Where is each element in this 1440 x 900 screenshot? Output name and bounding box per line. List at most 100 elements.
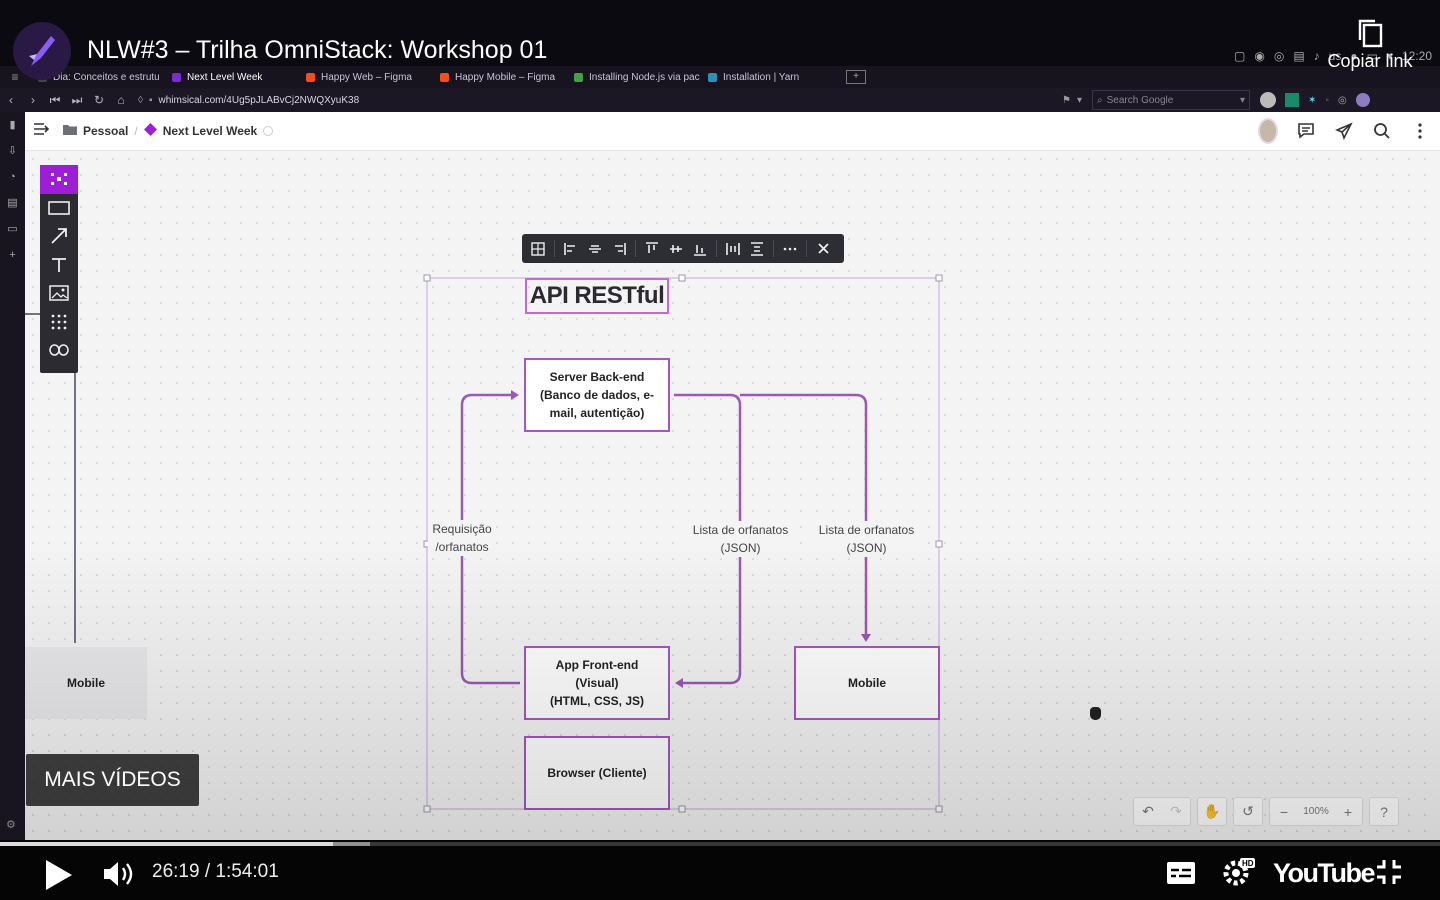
settings-icon[interactable]: ⚙ [6, 819, 16, 831]
keyboard-layout[interactable]: us [1328, 49, 1342, 63]
distribute-horizontal-icon[interactable] [721, 234, 745, 263]
history-icon[interactable]: ◔ [9, 171, 16, 183]
figma-icon [440, 72, 449, 82]
dropdown-icon[interactable]: ▾ [1076, 94, 1082, 106]
node-server[interactable]: Server Back-end (Banco de dados, e- mail… [524, 358, 670, 432]
user-avatar[interactable] [1258, 118, 1278, 144]
new-tab-button[interactable]: + [846, 70, 866, 84]
zoom-level[interactable]: 100% [1303, 806, 1329, 817]
profile-avatar[interactable] [1260, 92, 1276, 108]
play-icon[interactable] [44, 858, 74, 892]
image-tool-icon[interactable] [40, 279, 78, 308]
breadcrumb-board[interactable]: Next Level Week [162, 124, 258, 138]
close-icon[interactable] [811, 234, 835, 263]
desktop-topbar [0, 0, 1440, 66]
arrow-tool-icon[interactable] [40, 222, 78, 251]
browser-tab[interactable]: Installation | Yarn [700, 66, 834, 88]
history-icon[interactable]: ↺ [1242, 803, 1254, 819]
search-input[interactable]: ⌕ Search Google ▾ [1092, 90, 1250, 110]
more-options-icon[interactable] [778, 234, 802, 263]
help-button[interactable]: ? [1380, 803, 1388, 820]
target-icon[interactable]: ◎ [1337, 94, 1347, 106]
progress-bar[interactable] [0, 842, 1440, 846]
steam-icon[interactable]: ◎ [1273, 49, 1285, 63]
add-panel-icon[interactable]: + [9, 249, 16, 261]
firefox-account-icon[interactable] [1355, 93, 1370, 107]
dropdown-icon[interactable]: ▾ [1239, 94, 1245, 106]
back-icon[interactable]: ‹ [9, 93, 13, 107]
tray-chevron-icon[interactable]: ▾ [1386, 49, 1393, 63]
node-mobile[interactable]: Mobile [794, 646, 940, 720]
youtube-logo[interactable]: YouTube [1273, 858, 1375, 888]
zoom-out-icon[interactable]: − [1279, 803, 1289, 820]
diagram-title[interactable]: API RESTful [525, 278, 669, 314]
volume-icon[interactable] [103, 860, 135, 888]
battery-icon[interactable]: ▭ [1366, 49, 1378, 63]
browser-tab[interactable]: Happy Web – Figma [298, 66, 432, 88]
search-icon[interactable] [1372, 121, 1392, 141]
redo-icon[interactable]: ↷ [1170, 803, 1182, 819]
distribute-vertical-icon[interactable] [745, 234, 769, 263]
rectangle-tool-icon[interactable] [40, 194, 78, 223]
volume-icon[interactable]: ♪ [1313, 49, 1320, 63]
undo-icon[interactable]: ↶ [1142, 803, 1154, 819]
fast-forward-icon[interactable]: ⏭ [71, 92, 83, 107]
select-tool-icon[interactable] [40, 165, 78, 194]
bookmark-icon[interactable]: ⚑ [1062, 94, 1071, 106]
comment-icon[interactable] [1296, 121, 1316, 141]
discord-icon[interactable]: ◉ [1254, 49, 1265, 63]
react-devtools-icon[interactable]: ✶ [1308, 94, 1317, 106]
reload-icon[interactable]: ↻ [93, 93, 105, 107]
window-icon[interactable]: ▢ [1234, 49, 1246, 63]
home-icon[interactable]: ⌂ [117, 93, 125, 107]
channel-avatar[interactable] [13, 22, 71, 80]
toolbar-divider [716, 240, 717, 257]
copy-link-button[interactable]: Copiar link [1318, 18, 1422, 72]
text-tool-icon[interactable] [40, 251, 78, 280]
browser-tab-active[interactable]: Next Level Week [164, 66, 298, 88]
bookmarks-icon[interactable]: ▮ [9, 119, 16, 131]
node-mobile-left[interactable]: Mobile [25, 647, 147, 719]
share-icon[interactable] [1334, 121, 1354, 141]
video-title[interactable]: NLW#3 – Trilha OmniStack: Workshop 01 [87, 36, 548, 64]
align-center-h-icon[interactable] [583, 234, 607, 263]
edge-label-list-app[interactable]: Lista de orfanatos (JSON) [684, 521, 797, 557]
forward-icon[interactable]: › [31, 93, 35, 107]
align-bottom-icon[interactable] [688, 234, 712, 263]
settings-gear-icon[interactable]: HD [1222, 857, 1256, 887]
align-left-icon[interactable] [559, 234, 583, 263]
notes-icon[interactable]: ▤ [7, 197, 18, 209]
group-icon[interactable] [526, 234, 550, 263]
rewind-icon[interactable]: ⏮ [49, 92, 61, 107]
node-browser[interactable]: Browser (Cliente) [524, 736, 670, 810]
align-right-icon[interactable] [607, 234, 631, 263]
microphone-icon[interactable]: ● [1350, 49, 1358, 63]
breadcrumb-folder[interactable]: Pessoal [83, 124, 129, 138]
clipboard-icon[interactable]: ▤ [1293, 49, 1305, 63]
extension-icon[interactable]: ◦ [1325, 94, 1329, 106]
toolbar-divider [635, 240, 636, 257]
grid-tool-icon[interactable] [40, 308, 78, 337]
hand-tool-icon[interactable]: ✋ [1203, 803, 1221, 819]
browser-tab[interactable]: Happy Mobile – Figma [432, 66, 566, 88]
more-videos-button[interactable]: MAIS VÍDEOS [26, 754, 199, 806]
extension-icon[interactable] [1285, 93, 1299, 107]
zoom-in-icon[interactable]: + [1343, 803, 1353, 820]
align-middle-icon[interactable] [664, 234, 688, 263]
panel-icon[interactable]: ▭ [7, 223, 18, 235]
node-app[interactable]: App Front-end (Visual) (HTML, CSS, JS) [524, 646, 670, 720]
url-field[interactable]: ◊ ▪ whimsical.com/4Ug5pJLABvCj2NWQXyuK38… [138, 91, 1082, 109]
hamburger-icon[interactable]: ≡ [11, 70, 19, 84]
edge-label-request[interactable]: Requisição /orfanatos [428, 520, 496, 556]
browser-tab[interactable]: Installing Node.js via packa [566, 66, 700, 88]
more-menu-icon[interactable] [1410, 121, 1430, 141]
subtitles-icon[interactable] [1166, 861, 1196, 885]
align-top-icon[interactable] [640, 234, 664, 263]
edge-label-list-mobile[interactable]: Lista de orfanatos (JSON) [810, 521, 923, 557]
exit-fullscreen-icon[interactable] [1376, 859, 1402, 885]
link-tool-icon[interactable] [40, 336, 78, 365]
sidebar-toggle-icon[interactable] [33, 122, 53, 141]
arrowhead-mobile [861, 634, 871, 642]
whiteboard-canvas[interactable] [25, 151, 1440, 840]
downloads-icon[interactable]: ⇩ [7, 145, 18, 157]
